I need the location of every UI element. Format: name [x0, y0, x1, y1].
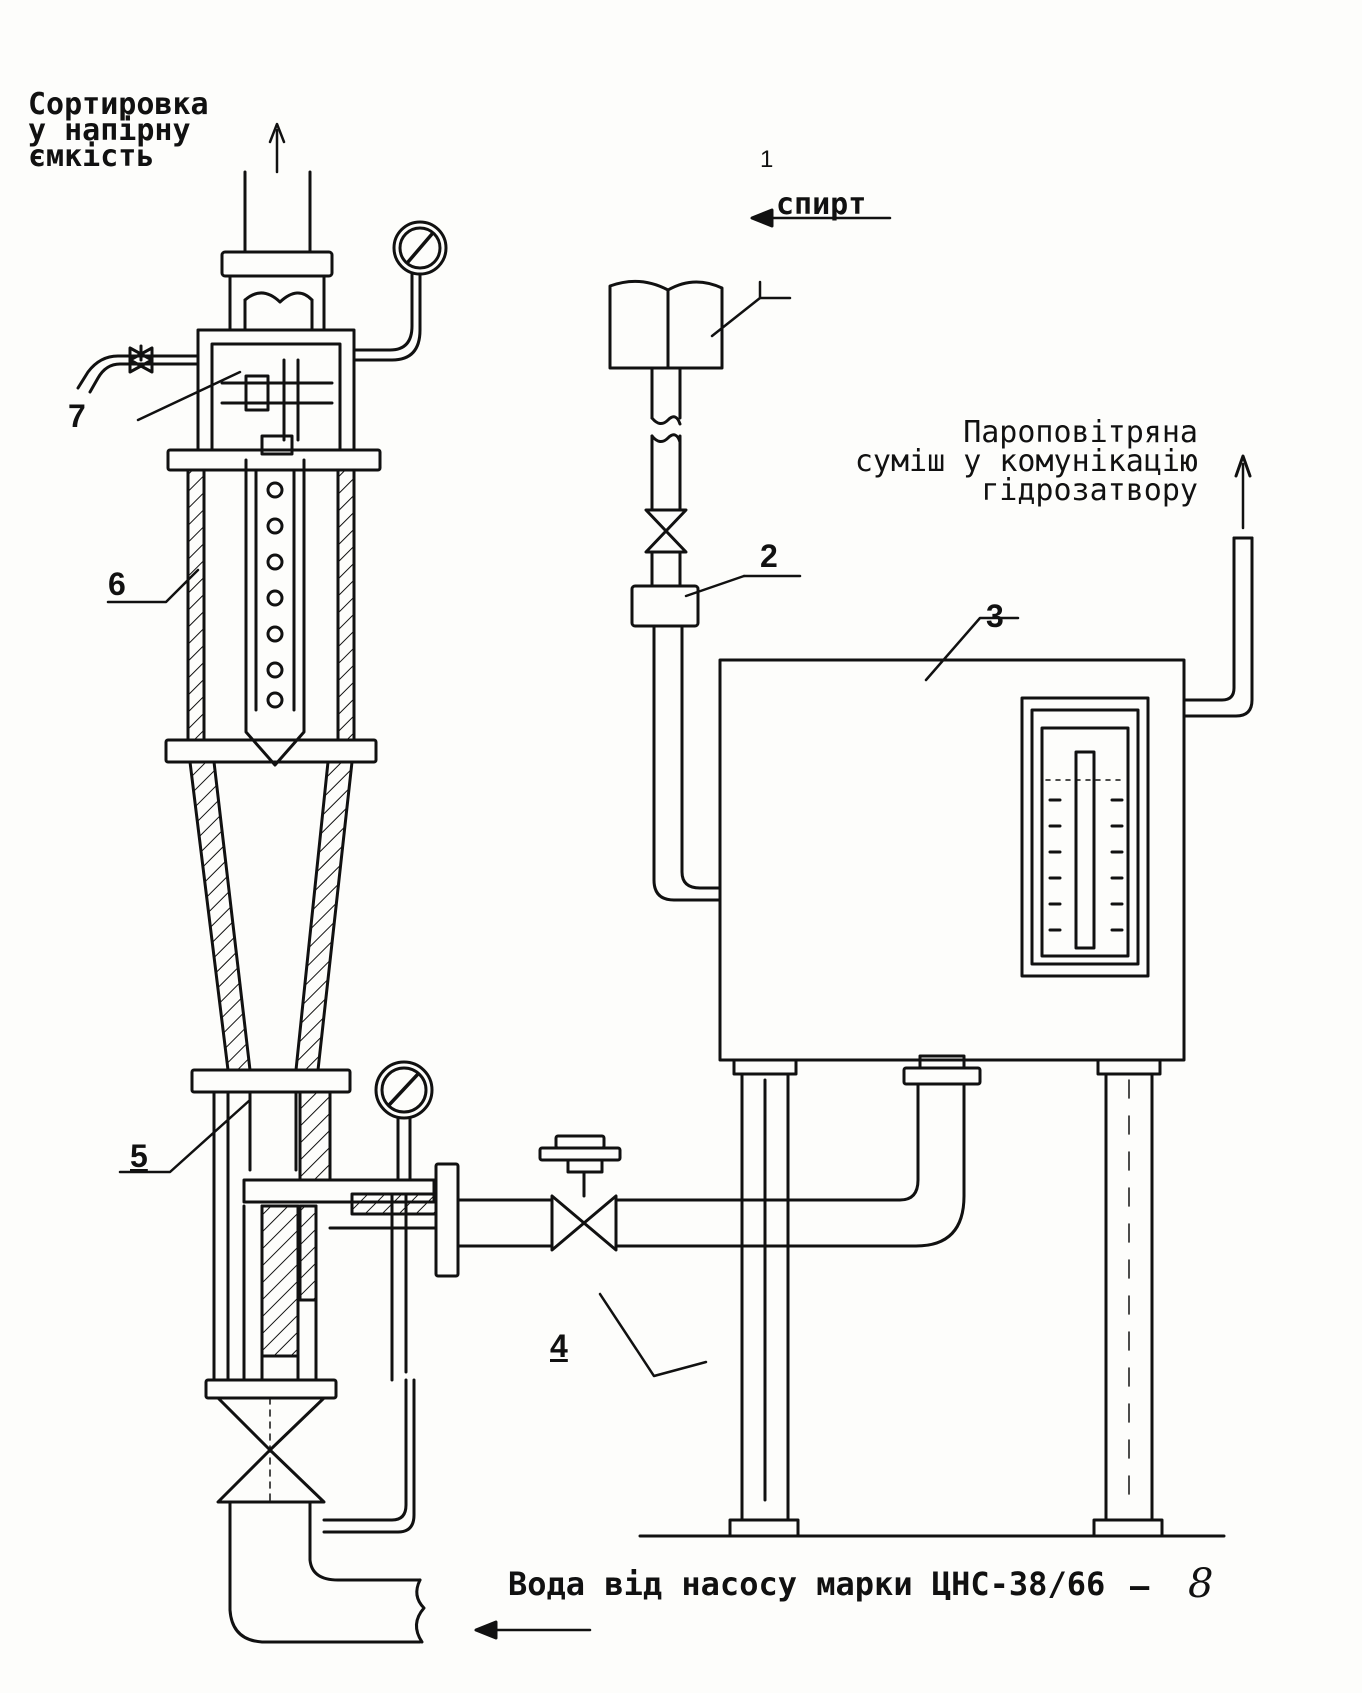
callout-1: 1	[760, 146, 774, 173]
horizontal-inlet	[328, 1162, 554, 1382]
sorting-outlet-label: Сортировка у напірну ємкість	[28, 87, 209, 174]
page-mark: 8	[1188, 1561, 1214, 1607]
steam-air-label: Пароповітряна суміш у комунікацію гідроз…	[854, 415, 1198, 508]
callout-3: 3	[986, 598, 1004, 634]
bottom-elbow	[228, 1378, 592, 1644]
page-dash: —	[1130, 1567, 1150, 1605]
callout-7: 7	[68, 398, 86, 434]
tank-3	[718, 454, 1254, 1062]
spirt-feed-line	[608, 208, 892, 902]
water-inlet-label: Вода від насосу марки ЦНС-38/66	[508, 1565, 1106, 1603]
top-outlet-pipe	[220, 122, 334, 332]
side-valve-line-7	[76, 344, 200, 394]
head-housing	[166, 328, 382, 472]
callout-5: 5	[130, 1138, 148, 1174]
pipe-to-tank	[614, 1054, 982, 1248]
pressure-gauge-top	[352, 220, 448, 362]
callout-4: 4	[550, 1328, 568, 1364]
cylinder-body	[164, 458, 378, 767]
pressure-gauge-bottom	[374, 1060, 434, 1182]
bottom-valve	[216, 1396, 326, 1504]
tank-legs	[638, 1058, 1226, 1538]
conical-section	[188, 760, 354, 1094]
callout-leaders	[106, 370, 1020, 1378]
callout-6: 6	[108, 566, 126, 602]
spirt-label: спирт	[776, 187, 867, 222]
lower-body	[204, 1090, 436, 1400]
callout-2: 2	[760, 538, 778, 574]
valve-4	[538, 1134, 622, 1252]
